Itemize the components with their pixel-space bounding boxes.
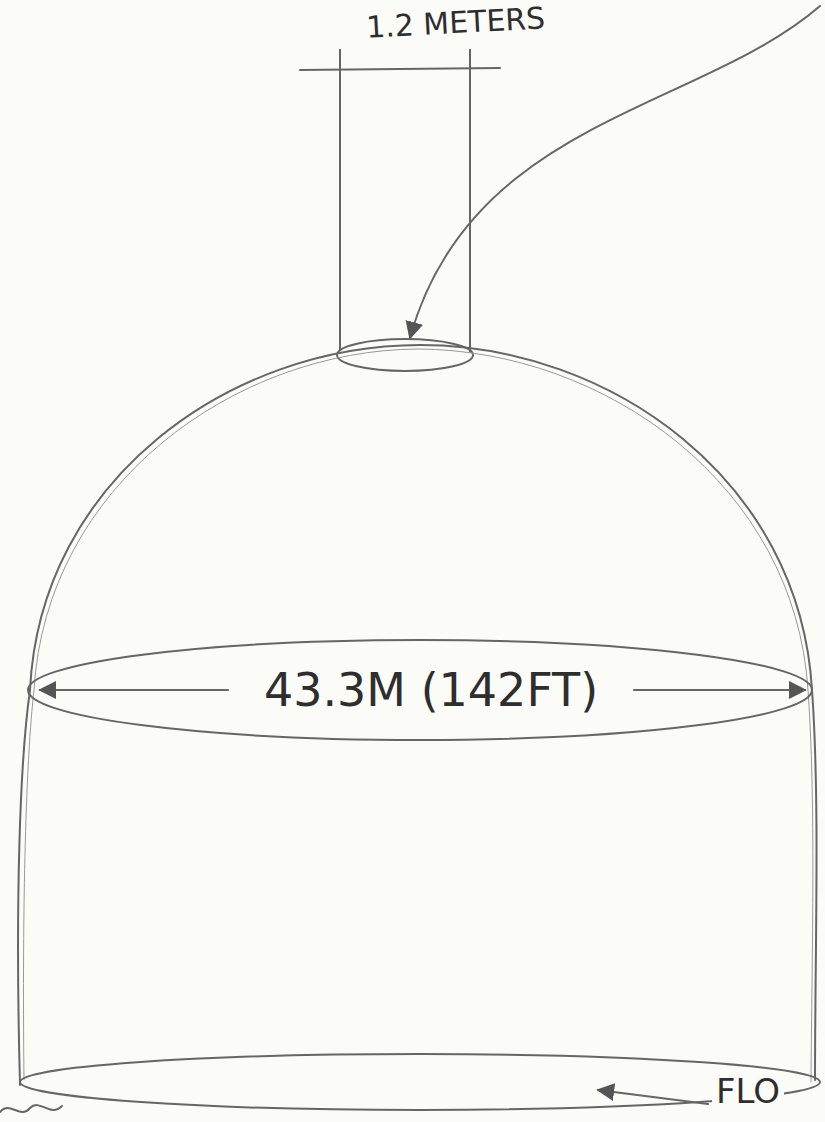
floor-label: FLO	[712, 1072, 784, 1111]
leader-arrow	[410, 6, 820, 338]
shaft-line	[339, 50, 341, 350]
dimension-arrow	[634, 689, 805, 691]
floor-ellipse	[20, 1054, 820, 1110]
dimension-label: 1.2 METERS	[361, 1, 550, 45]
pencil-squiggle	[0, 1105, 62, 1112]
opening-ellipse	[337, 339, 473, 371]
shaft-line	[469, 50, 471, 352]
dimension-tick	[339, 50, 341, 95]
equator-ellipse	[28, 640, 812, 740]
dimension-arrow	[40, 689, 228, 691]
sphere-outline	[18, 345, 817, 1085]
sphere-outline	[23, 349, 812, 1082]
dimension-tick	[469, 50, 471, 95]
dimension-label: 43.3M (142FT)	[260, 664, 602, 717]
leader-arrow	[598, 1090, 708, 1104]
